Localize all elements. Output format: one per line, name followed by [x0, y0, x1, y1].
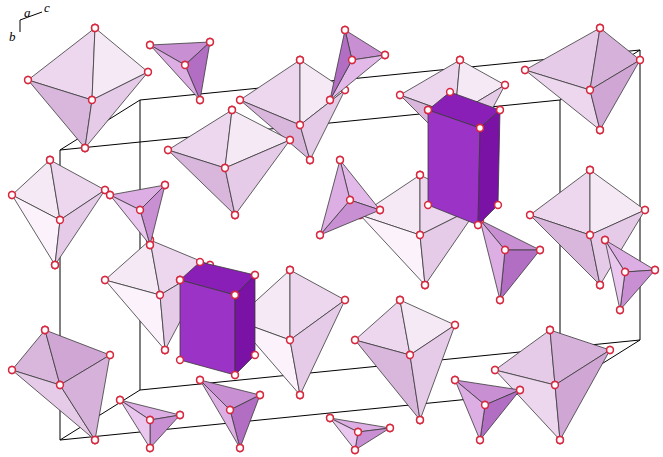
octahedra — [12, 28, 645, 440]
axis-label: a — [24, 6, 31, 19]
unit-cell — [60, 50, 640, 440]
axis-label: c — [44, 1, 50, 14]
cubes — [180, 92, 500, 375]
axis-triad — [20, 12, 42, 32]
axis-label: b — [9, 30, 16, 43]
tetrahedra — [110, 30, 655, 450]
